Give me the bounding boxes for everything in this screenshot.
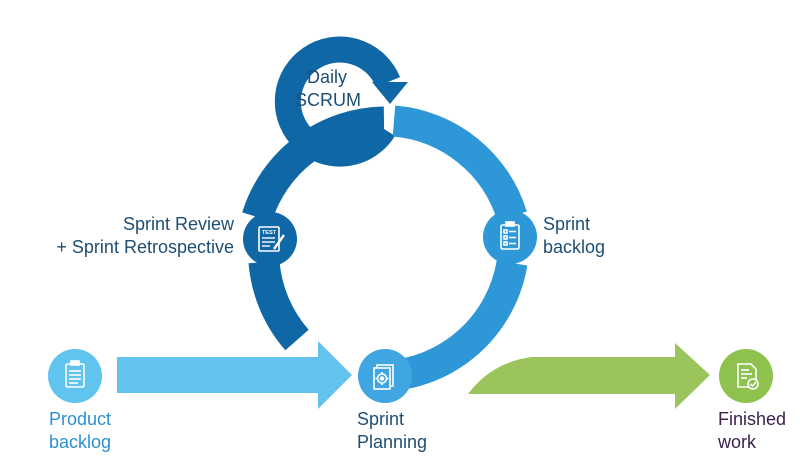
- sprint-backlog-label-line-2: backlog: [543, 237, 606, 257]
- sprint-review-circle: [243, 212, 297, 266]
- product-backlog-label-line-2: backlog: [49, 432, 112, 452]
- retrospective-segment: [248, 260, 309, 351]
- finished-work-label: Finished work: [718, 408, 786, 454]
- sprint-backlog-label: Sprint backlog: [543, 213, 605, 259]
- daily-scrum-label-line-1: Daily: [306, 67, 347, 87]
- svg-text:TEST: TEST: [262, 230, 277, 236]
- sprint-review-label-line-1: Sprint Review: [122, 214, 234, 234]
- sprint-planning-label-line-2: Planning: [357, 432, 428, 452]
- document-check-icon: [737, 363, 759, 390]
- sprint-review-label-line-2: + Sprint Retrospective: [56, 237, 234, 257]
- product-backlog-label-line-1: Product: [49, 409, 112, 429]
- product-backlog-circle: [48, 349, 102, 403]
- review-segment: [242, 106, 385, 222]
- test-document-icon: TEST: [258, 226, 285, 252]
- finished-work-label-line-1: Finished: [718, 409, 787, 429]
- planning-to-finished-arrow: [468, 343, 710, 409]
- sprint-planning-label: Sprint Planning: [357, 408, 427, 454]
- clipboard-checklist-icon: [500, 221, 520, 250]
- product-to-planning-arrow: [117, 341, 352, 409]
- clipboard-list-icon: [65, 360, 85, 388]
- daily-scrum-label: Daily SCRUM: [295, 66, 361, 112]
- finished-work-label-line-2: work: [718, 432, 757, 452]
- sprint-backlog-label-line-1: Sprint: [543, 214, 591, 234]
- sprint-planning-label-line-1: Sprint: [357, 409, 405, 429]
- product-backlog-label: Product backlog: [49, 408, 111, 454]
- backlog-segment: [392, 105, 527, 221]
- daily-scrum-label-line-2: SCRUM: [295, 90, 361, 110]
- document-gear-icon: [373, 364, 394, 390]
- daily-scrum-loop-arrow: [274, 36, 408, 167]
- finished-work-circle: [719, 349, 773, 403]
- sprint-review-label: Sprint Review + Sprint Retrospective: [20, 213, 234, 259]
